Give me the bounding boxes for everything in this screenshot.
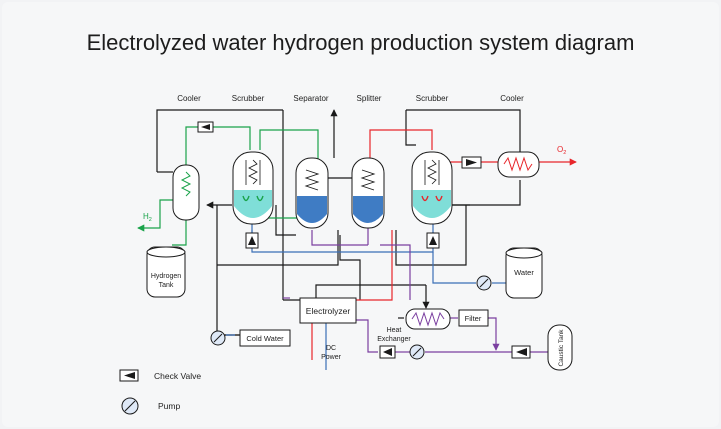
heat-exchanger-label-2: Exchanger	[377, 336, 411, 343]
hydrogen-lines	[137, 126, 319, 246]
check-valve-icon	[197, 121, 214, 133]
water-tank-label: Water	[514, 268, 534, 277]
pump-icon	[210, 330, 226, 346]
filter-box	[458, 309, 489, 327]
cold-water-label: Cold Water	[246, 334, 284, 343]
h2-label: H2	[143, 212, 152, 223]
splitter-vessel	[351, 157, 385, 229]
legend-pump-icon	[121, 397, 139, 415]
diagram-title: Electrolyzed water hydrogen production s…	[86, 30, 635, 55]
caustic-tank-label: Caustic Tank	[558, 329, 565, 367]
water-lines	[226, 222, 506, 370]
dc-power-label-1: DC	[326, 345, 336, 352]
heat-exchanger-label-1: Heat	[387, 327, 402, 334]
separator-vessel	[295, 157, 329, 229]
label-splitter: Splitter	[357, 94, 382, 103]
cooler-left	[172, 164, 200, 221]
heat-exchanger	[405, 308, 451, 330]
legend-check-valve-icon	[119, 369, 139, 382]
electrolyzer-label: Electrolyzer	[306, 306, 351, 316]
water-tank	[505, 247, 543, 299]
caustic-lines	[283, 228, 548, 353]
caustic-tank	[547, 324, 573, 371]
pump-icon	[409, 344, 425, 360]
dc-power-label-2: Power	[321, 354, 342, 361]
cold-water-box	[239, 329, 291, 347]
o2-label: O2	[557, 145, 566, 156]
filter-label: Filter	[465, 314, 482, 323]
check-valve-icon	[245, 232, 259, 249]
oxygen-lines	[308, 129, 577, 360]
pump-icon	[476, 275, 492, 291]
hydrogen-tank-label-2: Tank	[159, 282, 174, 289]
legend-pump-label: Pump	[158, 401, 180, 411]
scrubber-left	[232, 151, 274, 225]
label-scrubber-left: Scrubber	[232, 94, 265, 103]
label-cooler-right: Cooler	[500, 94, 524, 103]
check-valve-icon	[379, 345, 396, 359]
cooler-right	[497, 151, 540, 178]
hydrogen-tank	[146, 246, 186, 298]
label-separator: Separator	[293, 94, 328, 103]
legend-check-valve-label: Check Valve	[154, 371, 201, 381]
check-valve-icon	[426, 232, 440, 249]
hydrogen-tank-label-1: Hydrogen	[151, 273, 181, 280]
scrubber-right	[411, 151, 453, 225]
check-valve-icon	[461, 156, 482, 169]
label-scrubber-right: Scrubber	[416, 94, 449, 103]
electrolyzer-box	[299, 297, 357, 324]
label-cooler-left: Cooler	[177, 94, 201, 103]
check-valve-icon	[511, 345, 531, 359]
